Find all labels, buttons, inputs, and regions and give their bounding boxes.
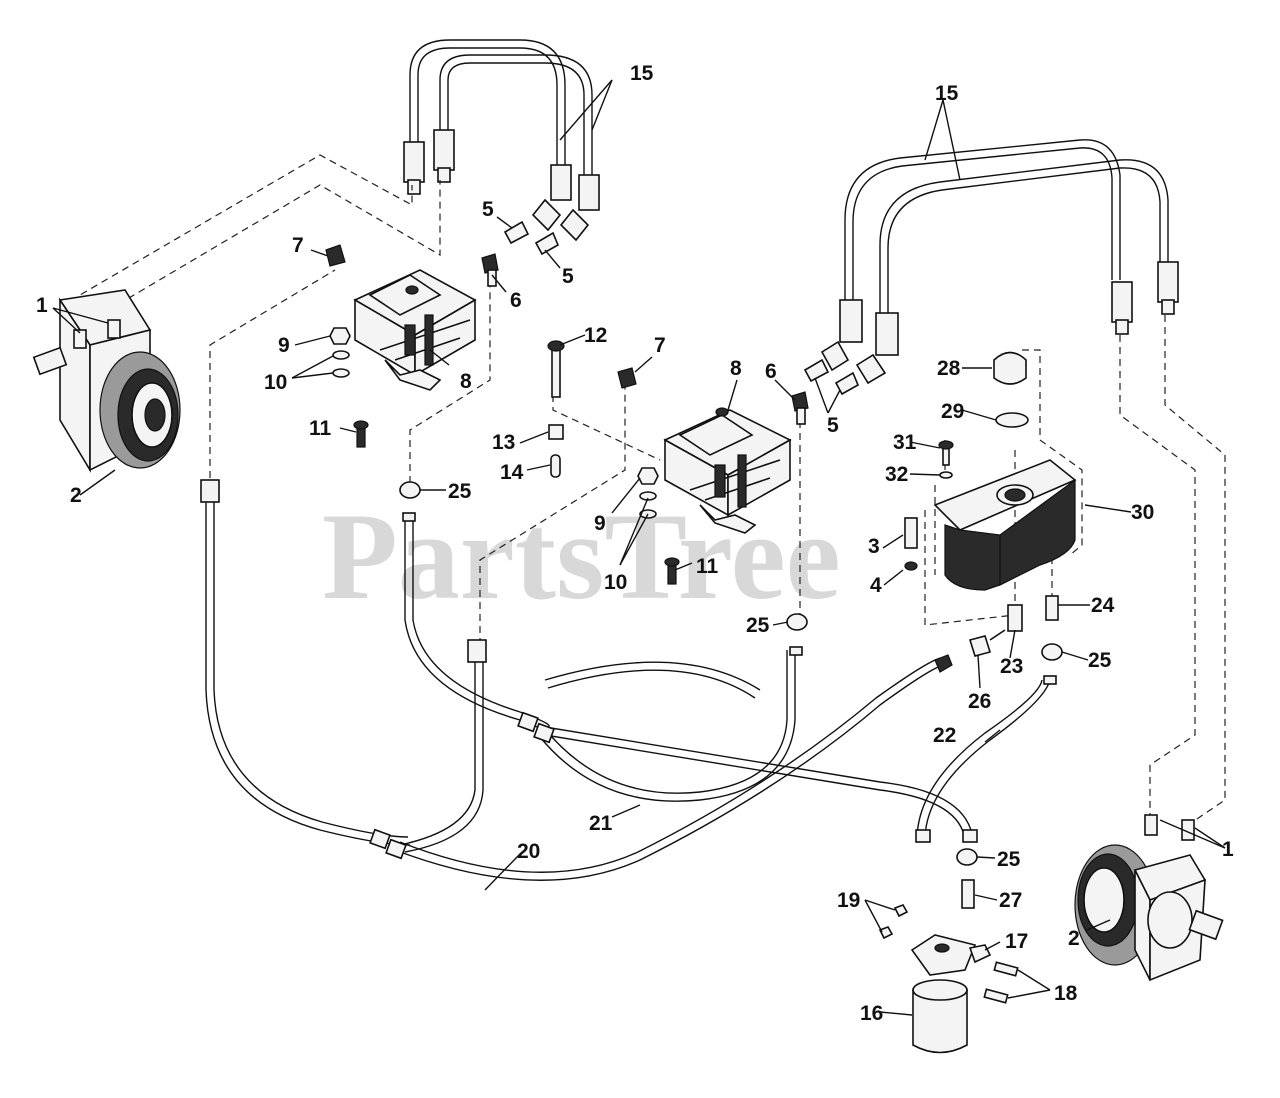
- callout-16: 16: [860, 1002, 883, 1025]
- callout-18: 18: [1054, 982, 1078, 1005]
- callout-14: 14: [500, 461, 524, 484]
- hose-loop-left: [403, 39, 600, 242]
- callout-29: 29: [941, 400, 964, 423]
- hydraulic-motor-right: [1074, 814, 1224, 982]
- callout-20: 20: [517, 840, 540, 863]
- callout-32: 32: [885, 463, 908, 486]
- return-hoses: [200, 479, 1057, 881]
- callout-25-bottom: 25: [997, 848, 1021, 871]
- callout-7-left: 7: [292, 234, 304, 257]
- callout-9-left: 9: [278, 334, 290, 357]
- callout-5-right: 5: [827, 414, 839, 437]
- callout-25-right: 25: [1088, 649, 1112, 672]
- callout-11-left: 11: [309, 417, 332, 440]
- callout-12: 12: [584, 324, 607, 347]
- callout-5-mid: 5: [562, 265, 574, 288]
- callout-7-center: 7: [654, 334, 666, 357]
- callout-28: 28: [937, 357, 961, 380]
- callout-25-left: 25: [448, 480, 472, 503]
- callout-labels: 1 1 2 2 3 4 5 5 5 6 6 7 7 8 8 9 9 10 10 …: [36, 62, 1234, 1025]
- watermark: PartsTree: [322, 488, 841, 625]
- callout-8-center: 8: [730, 357, 742, 380]
- callout-27: 27: [999, 889, 1022, 912]
- callout-1-left: 1: [36, 294, 48, 317]
- callout-10-center: 10: [604, 571, 627, 594]
- callout-23: 23: [1000, 655, 1023, 678]
- callout-5-top: 5: [482, 198, 494, 221]
- callout-30: 30: [1131, 501, 1154, 524]
- small-fittings: [329, 220, 860, 585]
- callout-22: 22: [933, 724, 956, 747]
- callout-21: 21: [589, 812, 613, 835]
- callout-2-right: 2: [1068, 927, 1080, 950]
- callout-8-left: 8: [460, 370, 472, 393]
- pump-assembly-center: [617, 367, 809, 534]
- callout-15-right: 15: [935, 82, 959, 105]
- callout-19: 19: [837, 889, 860, 912]
- callout-15-left: 15: [630, 62, 654, 85]
- callout-24: 24: [1091, 594, 1115, 617]
- callout-10-left: 10: [264, 371, 287, 394]
- hydraulic-motor-left: [32, 289, 181, 473]
- callout-1-right: 1: [1222, 838, 1234, 861]
- callout-17: 17: [1005, 930, 1028, 953]
- callout-31: 31: [893, 431, 917, 454]
- filter-assembly: [878, 879, 1019, 1054]
- hose-loop-right: [820, 139, 1179, 385]
- callout-6-center: 6: [765, 360, 777, 383]
- callout-3: 3: [868, 535, 880, 558]
- callout-6-left: 6: [510, 289, 522, 312]
- callout-11-center: 11: [696, 555, 719, 578]
- callout-25-center: 25: [746, 614, 770, 637]
- callout-4: 4: [870, 574, 882, 597]
- leader-lines: [52, 79, 1226, 1016]
- callout-2-left: 2: [70, 484, 82, 507]
- routing-lines: [79, 154, 1226, 826]
- pump-assembly-left: [325, 244, 499, 391]
- reservoir-tank: [904, 351, 1077, 657]
- callout-13: 13: [492, 431, 515, 454]
- callout-9-center: 9: [594, 512, 606, 535]
- callout-26: 26: [968, 690, 991, 713]
